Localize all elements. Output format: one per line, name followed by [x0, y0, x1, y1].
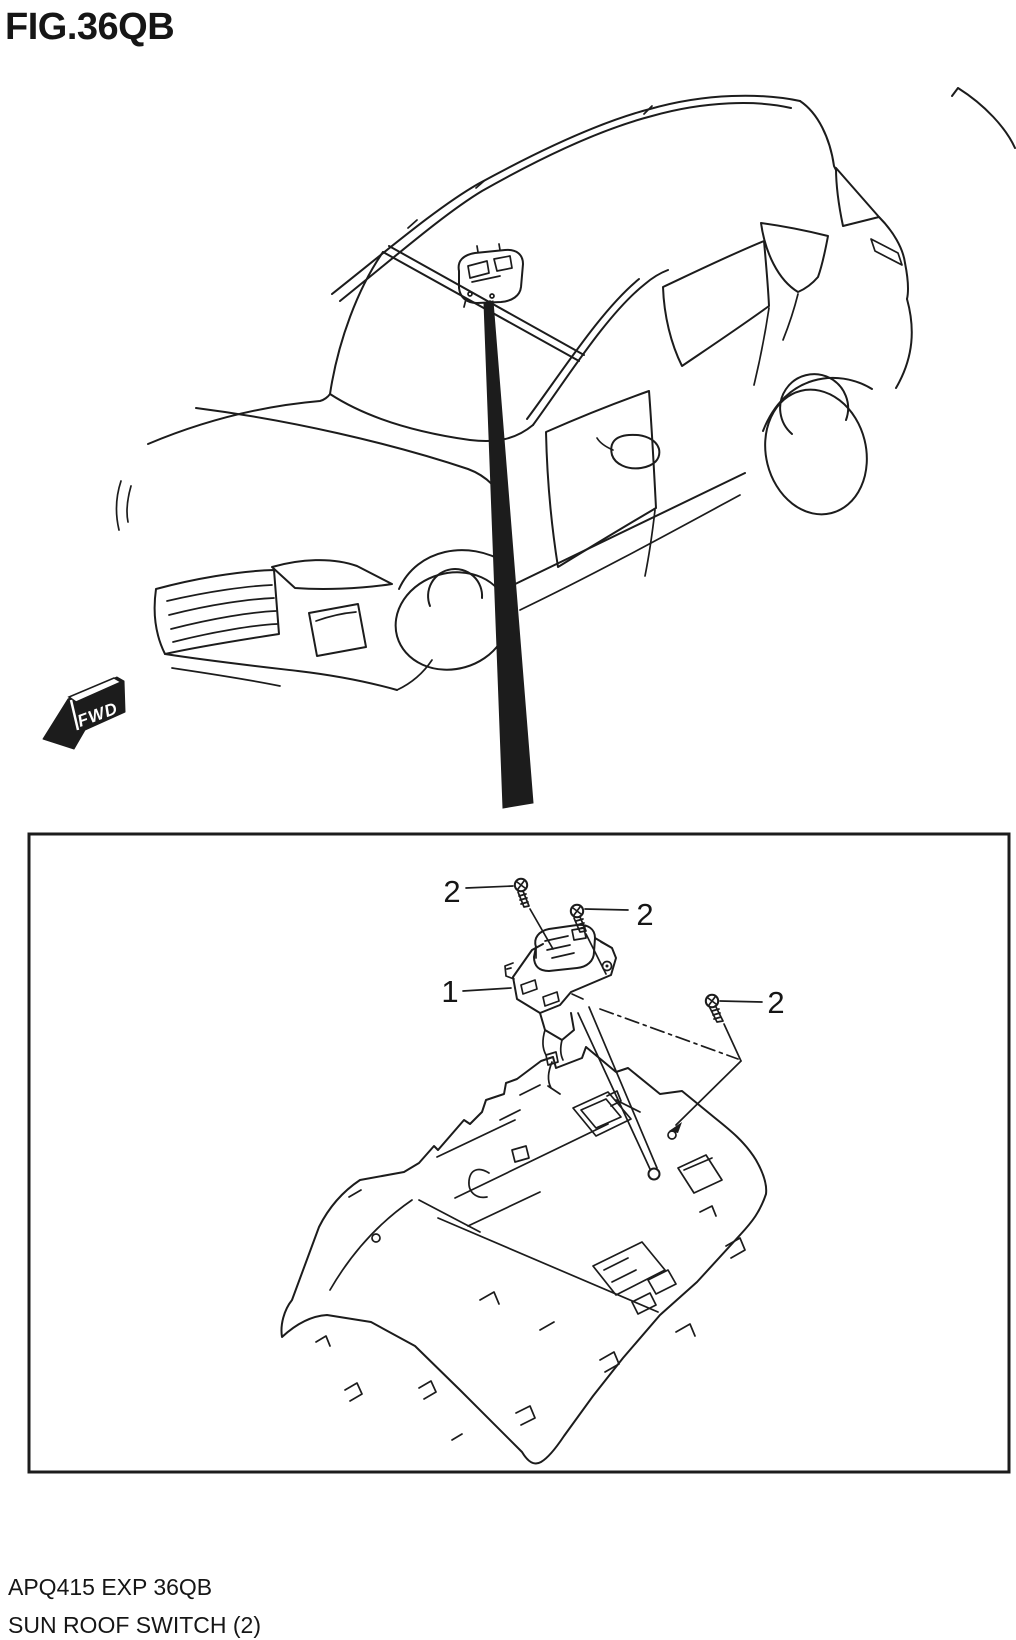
callout-label-screw-upper-right: 2 — [636, 897, 653, 932]
sunroof-switch-drawing — [504, 923, 617, 1089]
headliner-drawing — [280, 1046, 768, 1465]
screw-drawing-lower-right — [704, 993, 724, 1023]
vehicle-illustration — [115, 87, 1016, 691]
callout-label-switch: 1 — [441, 974, 458, 1009]
roof-console-location — [457, 243, 524, 309]
screw-drawing-upper-right — [569, 903, 587, 933]
screw-drawing-upper-left — [513, 877, 530, 908]
callout-label-screw-lower-right: 2 — [767, 985, 784, 1020]
pointer-wedge — [483, 300, 534, 809]
fwd-arrow-flap — [67, 677, 123, 703]
detail-box — [27, 832, 1011, 1474]
figure-caption-text: SUN ROOF SWITCH (2) — [8, 1612, 261, 1638]
figure-title: FIG.36QB — [5, 6, 175, 48]
callout-label-screw-upper-left: 2 — [443, 874, 460, 909]
fwd-arrow: FWD — [42, 676, 126, 750]
figure-code-text: APQ415 EXP 36QB — [8, 1574, 213, 1600]
leader-lines — [462, 885, 763, 1170]
